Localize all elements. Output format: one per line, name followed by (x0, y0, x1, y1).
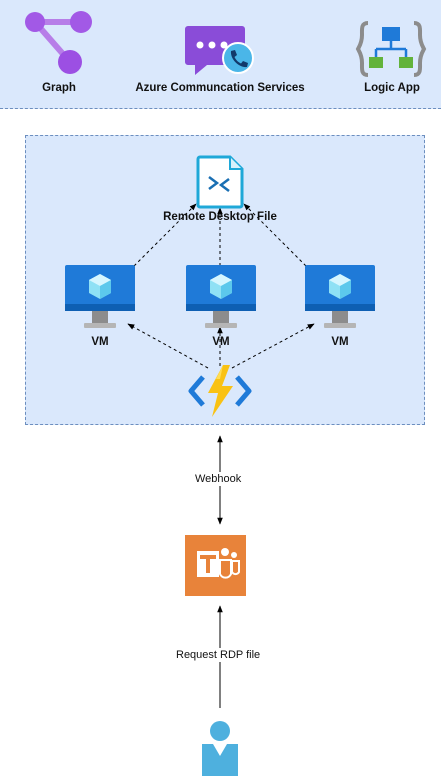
logic-app-label: Logic App (364, 82, 420, 94)
rdp-file-label: Remote Desktop File (163, 211, 277, 223)
vm-label: VM (331, 336, 349, 348)
request-edge-label: Request RDP file (174, 648, 263, 662)
vm-label: VM (91, 336, 109, 348)
vm-icon (65, 265, 135, 328)
vm-label: VM (212, 336, 230, 348)
vm-icon (186, 265, 256, 328)
user-icon (202, 721, 238, 776)
logic-app-icon (355, 21, 427, 77)
webhook-edge-label: Webhook (193, 472, 244, 486)
edge-vm3-rdp (243, 203, 307, 267)
acs-label: Azure Communcation Services (135, 82, 305, 94)
graph-label: Graph (42, 82, 76, 94)
azure-function-icon (188, 365, 252, 417)
graph-icon (25, 11, 92, 74)
edge-vm1-rdp (133, 203, 197, 267)
remote-desktop-file-icon (196, 155, 244, 209)
vm-icon (305, 265, 375, 328)
teams-icon (185, 535, 246, 596)
communication-services-icon (185, 26, 254, 75)
